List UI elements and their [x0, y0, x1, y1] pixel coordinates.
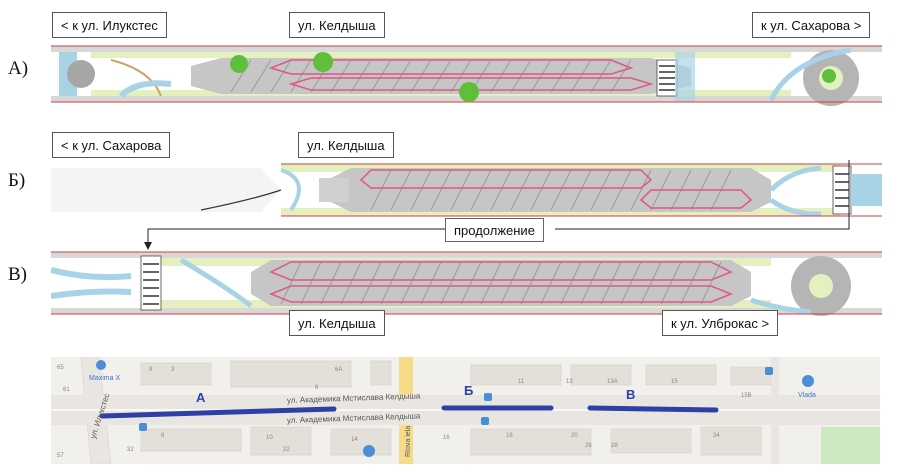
row-label-v: В) [8, 264, 27, 285]
plan-drawing-v [51, 250, 882, 316]
callout-v-right: к ул. Улброкас > [662, 310, 779, 336]
map-segment-b: Б [464, 383, 473, 398]
location-map: ул. Академика Мстислава Келдыша ул. Акад… [51, 357, 880, 464]
map-bldg-num: 6A [335, 367, 342, 373]
map-bldg-num: 18 [506, 433, 513, 439]
map-bldg-num: 26 [585, 443, 592, 449]
map-bldg-num: 16 [443, 435, 450, 441]
map-bldg-num: 6 [315, 385, 319, 391]
map-bldg-num: 34 [713, 433, 720, 439]
continuation-connector [144, 160, 850, 250]
map-bldg-num: 9 [149, 367, 153, 373]
map-segment-a: А [196, 390, 206, 405]
row-label-b: Б) [8, 170, 26, 191]
map-bldg-num: 15 [671, 379, 678, 385]
map-poi-right: Vlada [798, 392, 816, 399]
map-bldg-num: 15B [741, 393, 752, 399]
map-bldg-num: 14 [351, 437, 358, 443]
continuation-label: продолжение [445, 218, 544, 242]
map-bldg-num: 22 [283, 447, 290, 453]
map-bldg-num: 8 [161, 433, 165, 439]
map-bldg-num: 65 [57, 365, 64, 371]
row-label-a: А) [8, 58, 29, 79]
callout-a-mid: ул. Келдыша [289, 12, 385, 38]
map-street-cross: Rīova iela [405, 426, 412, 457]
plan-drawing-b [51, 160, 882, 220]
map-bldg-num: 28 [611, 443, 618, 449]
map-bldg-num: 32 [127, 447, 134, 453]
map-bldg-num: 61 [63, 387, 70, 393]
callout-a-right: к ул. Сахарова > [752, 12, 871, 38]
map-bldg-num: 3 [171, 367, 175, 373]
map-bldg-num: 20 [571, 433, 578, 439]
callout-b-left: < к ул. Сахарова [52, 132, 171, 158]
map-poi-left: Maxima X [89, 375, 120, 382]
map-bldg-num: 11 [518, 379, 525, 385]
map-segment-v: В [626, 387, 635, 402]
map-bldg-num: 13A [607, 379, 618, 385]
map-bldg-num: 57 [57, 453, 64, 459]
callout-b-mid: ул. Келдыша [298, 132, 394, 158]
callout-v-mid: ул. Келдыша [289, 310, 385, 336]
map-bldg-num: 10 [266, 435, 273, 441]
plan-drawing-a [51, 40, 882, 106]
map-bldg-num: 13 [566, 379, 573, 385]
callout-a-left: < к ул. Илукстес [52, 12, 167, 38]
